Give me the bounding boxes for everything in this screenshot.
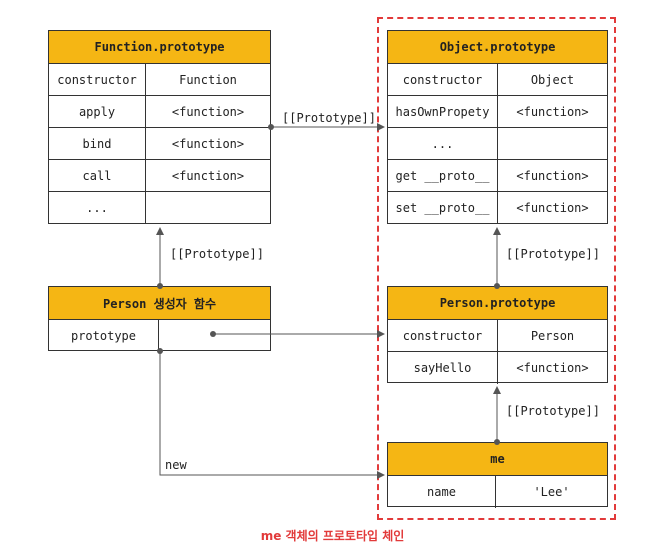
property-key: constructor bbox=[388, 64, 498, 95]
property-value: <function> bbox=[516, 201, 589, 215]
table-row: constructor Object bbox=[388, 64, 607, 96]
link-dot bbox=[157, 283, 163, 289]
property-value: Person bbox=[530, 328, 575, 343]
property-key: hasOwnPropety bbox=[388, 96, 498, 127]
link-dot bbox=[268, 124, 274, 130]
link-dot bbox=[494, 283, 500, 289]
person-prototype-title: Person.prototype bbox=[388, 287, 607, 320]
new-label: new bbox=[165, 458, 187, 472]
table-row: prototype bbox=[49, 320, 270, 352]
property-value: <function> bbox=[516, 361, 589, 375]
property-key: call bbox=[49, 160, 146, 191]
table-row: ... bbox=[49, 192, 270, 224]
property-key: get __proto__ bbox=[388, 160, 498, 191]
property-value: Object bbox=[530, 72, 575, 87]
property-value: <function> bbox=[171, 104, 245, 119]
table-row: sayHello <function> bbox=[388, 352, 607, 384]
property-value: <function> bbox=[516, 168, 589, 183]
table-row: hasOwnPropety <function> bbox=[388, 96, 607, 128]
prototype-label: [[Prototype]] bbox=[170, 247, 264, 261]
property-value: Function bbox=[179, 72, 237, 87]
prototype-chain-region bbox=[377, 17, 616, 520]
object-prototype-title: Object.prototype bbox=[388, 31, 607, 64]
link-dot bbox=[210, 331, 216, 337]
new-link bbox=[159, 351, 385, 479]
chain-title: me 객체의 프로토타입 체인 bbox=[260, 529, 405, 543]
person-prototype-box: Person.prototype constructor Person sayH… bbox=[387, 286, 608, 384]
property-key: apply bbox=[49, 96, 146, 127]
table-row: apply <function> bbox=[49, 96, 270, 128]
property-key: ... bbox=[49, 192, 146, 224]
prototype-label: [[Prototype]] bbox=[282, 111, 376, 125]
link-dot bbox=[157, 348, 163, 354]
property-key: name bbox=[388, 476, 496, 508]
property-key: constructor bbox=[49, 64, 146, 95]
table-row: call <function> bbox=[49, 160, 270, 192]
person-constructor-title: Person 생성자 함수 bbox=[49, 287, 270, 320]
property-key: constructor bbox=[388, 320, 498, 351]
table-row: name 'Lee' bbox=[388, 476, 607, 508]
person-constructor-box: Person 생성자 함수 prototype bbox=[48, 286, 271, 352]
table-row: get __proto__ <function> bbox=[388, 160, 607, 192]
prototype-label: [[Prototype]] bbox=[506, 247, 600, 261]
property-value: <function> bbox=[516, 104, 589, 119]
property-key: ... bbox=[388, 128, 498, 159]
prototype-label: [[Prototype]] bbox=[506, 404, 600, 418]
property-value: 'Lee' bbox=[533, 485, 570, 499]
function-prototype-box: Function.prototype constructor Function … bbox=[48, 30, 271, 224]
object-prototype-box: Object.prototype constructor Object hasO… bbox=[387, 30, 608, 224]
me-object-title: me bbox=[388, 443, 607, 476]
property-key: sayHello bbox=[388, 352, 498, 384]
table-row: set __proto__ <function> bbox=[388, 192, 607, 224]
property-key: prototype bbox=[49, 320, 159, 352]
property-value: <function> bbox=[171, 168, 245, 183]
table-row: constructor Function bbox=[49, 64, 270, 96]
function-prototype-title: Function.prototype bbox=[49, 31, 270, 64]
property-value: <function> bbox=[171, 136, 245, 151]
table-row: constructor Person bbox=[388, 320, 607, 352]
table-row: bind <function> bbox=[49, 128, 270, 160]
property-key: set __proto__ bbox=[388, 192, 498, 224]
link-dot bbox=[494, 439, 500, 445]
property-key: bind bbox=[49, 128, 146, 159]
table-row: ... bbox=[388, 128, 607, 160]
